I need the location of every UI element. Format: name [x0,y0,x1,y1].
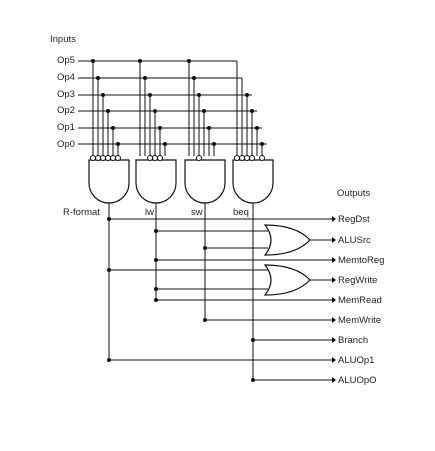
outputs-heading: Outputs [337,188,371,199]
output-junction-dots [107,217,255,382]
or-gate-regwrite [263,264,311,296]
decoder-label-sw: sw [191,207,203,218]
and-gate-r-format [88,155,130,204]
output-labels: RegDst ALUSrc MemtoReg RegWrite MemRead … [338,214,384,386]
input-label-op1: Op1 [57,122,75,133]
output-label-memread: MemRead [338,295,382,306]
inputs-heading: Inputs [50,34,76,45]
output-label-regdst: RegDst [338,214,370,225]
output-label-alusrc: ALUSrc [338,235,371,246]
input-label-op3: Op3 [57,89,75,100]
input-label-op4: Op4 [57,72,75,83]
output-label-aluop0: ALUOpO [338,375,377,386]
input-lines [78,60,267,145]
and-gate-lw [135,155,177,204]
decoder-output-wires [108,203,254,380]
output-label-branch: Branch [338,335,368,346]
input-labels: Op5 Op4 Op3 Op2 Op1 Op0 [57,55,75,150]
and-gate-beq [232,155,274,204]
decoder-label-r-format: R-format [63,207,100,218]
output-label-memwrite: MemWrite [338,315,381,326]
or-gate-alusrc [263,224,311,256]
output-arrowheads [332,216,336,383]
output-wires [109,218,332,381]
input-label-op2: Op2 [57,105,75,116]
output-label-memtoreg: MemtoReg [338,255,384,266]
output-label-aluop1: ALUOp1 [338,355,374,366]
input-taps [92,61,263,156]
decoder-label-lw: lw [145,207,154,218]
decoder-label-beq: beq [233,207,249,218]
decoder-labels: R-format lw sw beq [63,207,249,218]
input-label-op0: Op0 [57,139,75,150]
and-gate-sw [184,155,226,204]
input-label-op5: Op5 [57,55,75,66]
input-junction-dots [91,59,264,146]
output-label-regwrite: RegWrite [338,275,377,286]
